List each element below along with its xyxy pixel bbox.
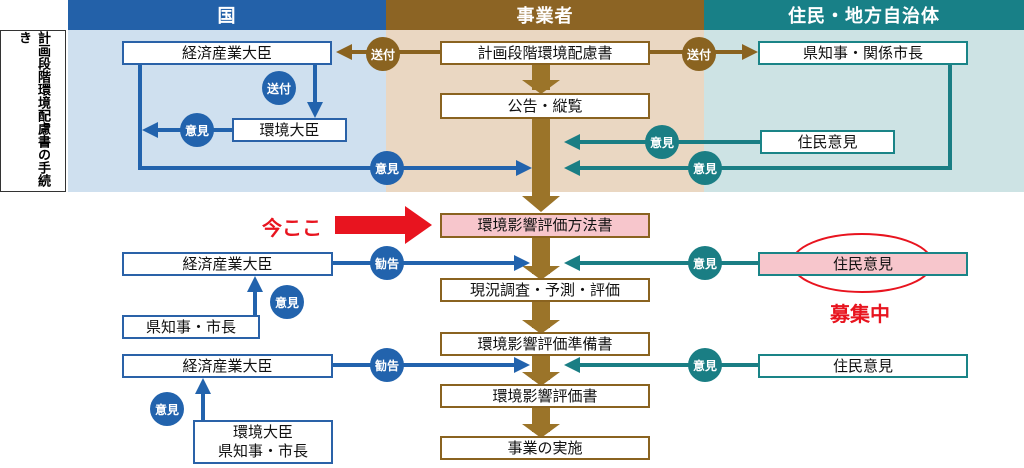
advice-badge-2: 勧告 <box>370 348 404 382</box>
send-badge-left: 送付 <box>366 37 400 71</box>
implementation-box: 事業の実施 <box>440 436 650 460</box>
env-minister-box-top: 環境大臣 <box>232 118 347 142</box>
env-governor-box: 環境大臣 県知事・市長 <box>193 420 333 464</box>
meti-box-2: 経済産業大臣 <box>122 354 333 378</box>
main-flow-trunk <box>522 64 560 438</box>
residents-opinion-box-top: 住民意見 <box>760 130 895 154</box>
opinion-badge-residents: 意見 <box>645 125 679 159</box>
send-badge-right: 送付 <box>682 37 716 71</box>
opinion-badge-env-gov: 意見 <box>150 392 184 426</box>
opinion-badge-gov-1: 意見 <box>270 285 304 319</box>
prep-doc-box: 環境影響評価準備書 <box>440 332 650 356</box>
governor-box-top: 県知事・関係市長 <box>758 41 968 65</box>
governor-mayor-line: 県知事・市長 <box>217 442 308 460</box>
survey-box: 現況調査・予測・評価 <box>440 278 650 302</box>
header-operator: 事業者 <box>386 0 704 30</box>
header-national: 国 <box>68 0 386 30</box>
opinion-badge-residents-2: 意見 <box>688 348 722 382</box>
header-residents: 住民・地方自治体 <box>704 0 1024 30</box>
residents-opinion-box-2: 住民意見 <box>758 354 968 378</box>
advice-badge-1: 勧告 <box>370 246 404 280</box>
method-doc-box: 環境影響評価方法書 <box>440 213 650 238</box>
meti-box-top: 経済産業大臣 <box>122 41 332 65</box>
opinion-badge-meti: 意見 <box>370 151 404 185</box>
opinion-badge-env: 意見 <box>180 113 214 147</box>
current-marker: 今ここ <box>262 216 322 240</box>
governor-mayor-box-1: 県知事・市長 <box>122 315 260 339</box>
env-minister-line: 環境大臣 <box>232 423 293 442</box>
side-label: 計画段階環境配慮書の手続き <box>0 30 66 192</box>
opinion-badge-residents-1: 意見 <box>688 246 722 280</box>
send-badge-env: 送付 <box>262 71 296 105</box>
opinion-badge-governor: 意見 <box>688 151 722 185</box>
notice-box: 公告・縦覧 <box>440 93 650 119</box>
meti-box-1: 経済産業大臣 <box>122 252 333 276</box>
recruiting-label: 募集中 <box>830 302 890 326</box>
residents-opinion-box-1: 住民意見 <box>758 252 968 276</box>
now-here-arrow <box>335 206 432 244</box>
eval-doc-box: 環境影響評価書 <box>440 384 650 408</box>
plan-doc-box: 計画段階環境配慮書 <box>440 41 650 65</box>
